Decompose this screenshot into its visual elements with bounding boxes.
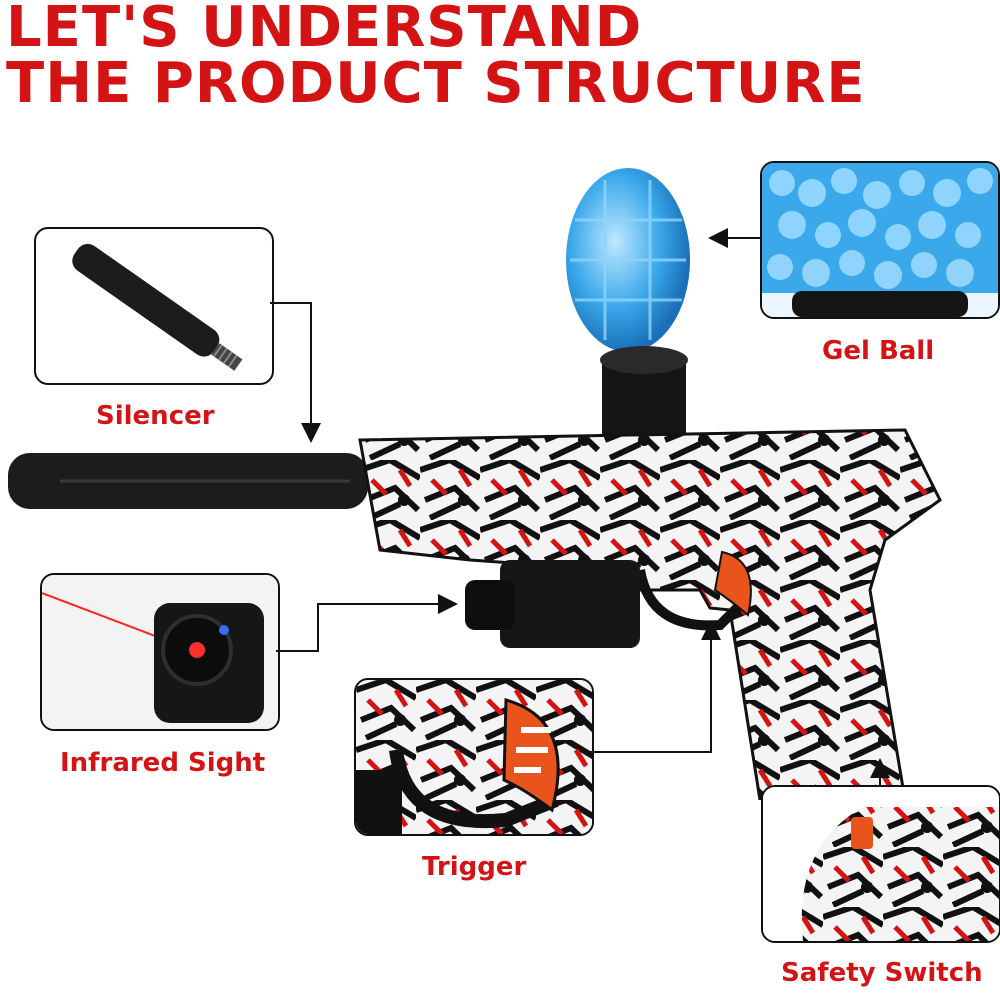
arrow-trigger [590, 620, 721, 753]
label-gel-ball: Gel Ball [822, 336, 935, 366]
silencer-callout [34, 227, 274, 385]
label-safety-switch: Safety Switch [781, 958, 983, 988]
arrow-silencer [270, 302, 321, 443]
infrared-sight-detail-image [42, 575, 278, 729]
trigger-detail-image [356, 680, 592, 834]
trigger [713, 550, 752, 617]
gel-blaster-illustration [8, 168, 942, 800]
label-infrared-sight: Infrared Sight [60, 748, 266, 778]
arrow-infrared-sight [276, 594, 458, 652]
gel-ball-hopper [566, 168, 690, 450]
safety-switch-detail-image [763, 787, 999, 941]
headline-line-2: THE PRODUCT STRUCTURE [6, 51, 866, 116]
safety-switch-callout [761, 785, 1000, 943]
headline-line-1: LET'S UNDERSTAND [6, 0, 643, 60]
label-silencer: Silencer [96, 401, 215, 431]
trigger-callout [354, 678, 594, 836]
gel-ball-callout [760, 161, 1000, 319]
infrared-sight-callout [40, 573, 280, 731]
infrared-sight-module [465, 560, 640, 648]
silencer-detail-image [72, 243, 243, 371]
gel-ball-detail-image [762, 163, 998, 317]
label-trigger: Trigger [422, 852, 527, 882]
